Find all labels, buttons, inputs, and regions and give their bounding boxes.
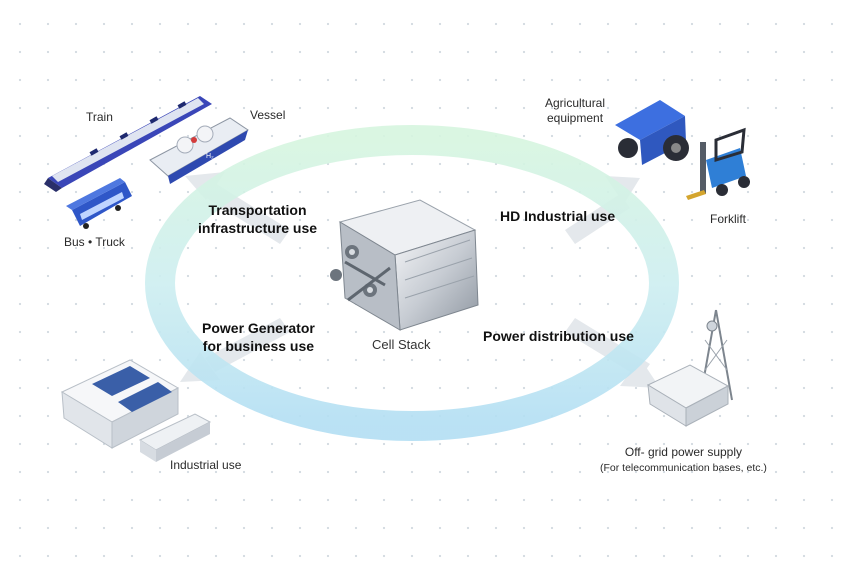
- label-offgrid-power-supply: Off- grid power supply (For telecommunic…: [600, 444, 767, 476]
- cell-stack-image: [330, 199, 479, 331]
- label-train: Train: [86, 110, 113, 124]
- label-vessel: Vessel: [250, 108, 286, 122]
- label-offgrid-line2: (For telecommunication bases, etc.): [600, 462, 767, 474]
- tractor-image: [615, 100, 689, 165]
- label-transport-line1: Transportation: [208, 202, 307, 218]
- industrial-buildings-image: [60, 359, 212, 462]
- label-industrial-use: Industrial use: [170, 458, 242, 472]
- label-cell-stack: Cell Stack: [372, 337, 431, 352]
- vessel-image: H₂: [149, 117, 249, 184]
- forklift-image: [686, 127, 750, 200]
- label-agri-line1: Agricultural: [545, 96, 606, 110]
- vessel-h2-mark: H₂: [206, 153, 214, 160]
- label-agri-line2: equipment: [546, 111, 604, 125]
- bus-image: [66, 178, 132, 229]
- cycle-ring: [145, 125, 679, 441]
- label-offgrid-line1: Off- grid power supply: [624, 445, 743, 459]
- label-transportation-infrastructure-use: Transportation infrastructure use: [198, 201, 317, 237]
- label-power-gen-line1: Power Generator: [202, 320, 315, 336]
- arrow-bottom-left: [205, 318, 290, 372]
- label-agricultural-equipment: Agricultural equipment: [545, 96, 605, 126]
- label-power-generator-business-use: Power Generator for business use: [202, 319, 315, 355]
- label-transport-line2: infrastructure use: [198, 220, 318, 236]
- label-power-gen-line2: for business use: [202, 338, 315, 354]
- label-hd-industrial-use: HD Industrial use: [500, 208, 616, 224]
- offgrid-station-image: [646, 309, 733, 427]
- train-image: [44, 96, 212, 192]
- label-forklift: Forklift: [710, 212, 746, 226]
- label-bus-truck: Bus • Truck: [64, 235, 125, 249]
- arrow-bottom-right-head: [620, 358, 660, 388]
- label-power-distribution-use: Power distribution use: [483, 328, 634, 344]
